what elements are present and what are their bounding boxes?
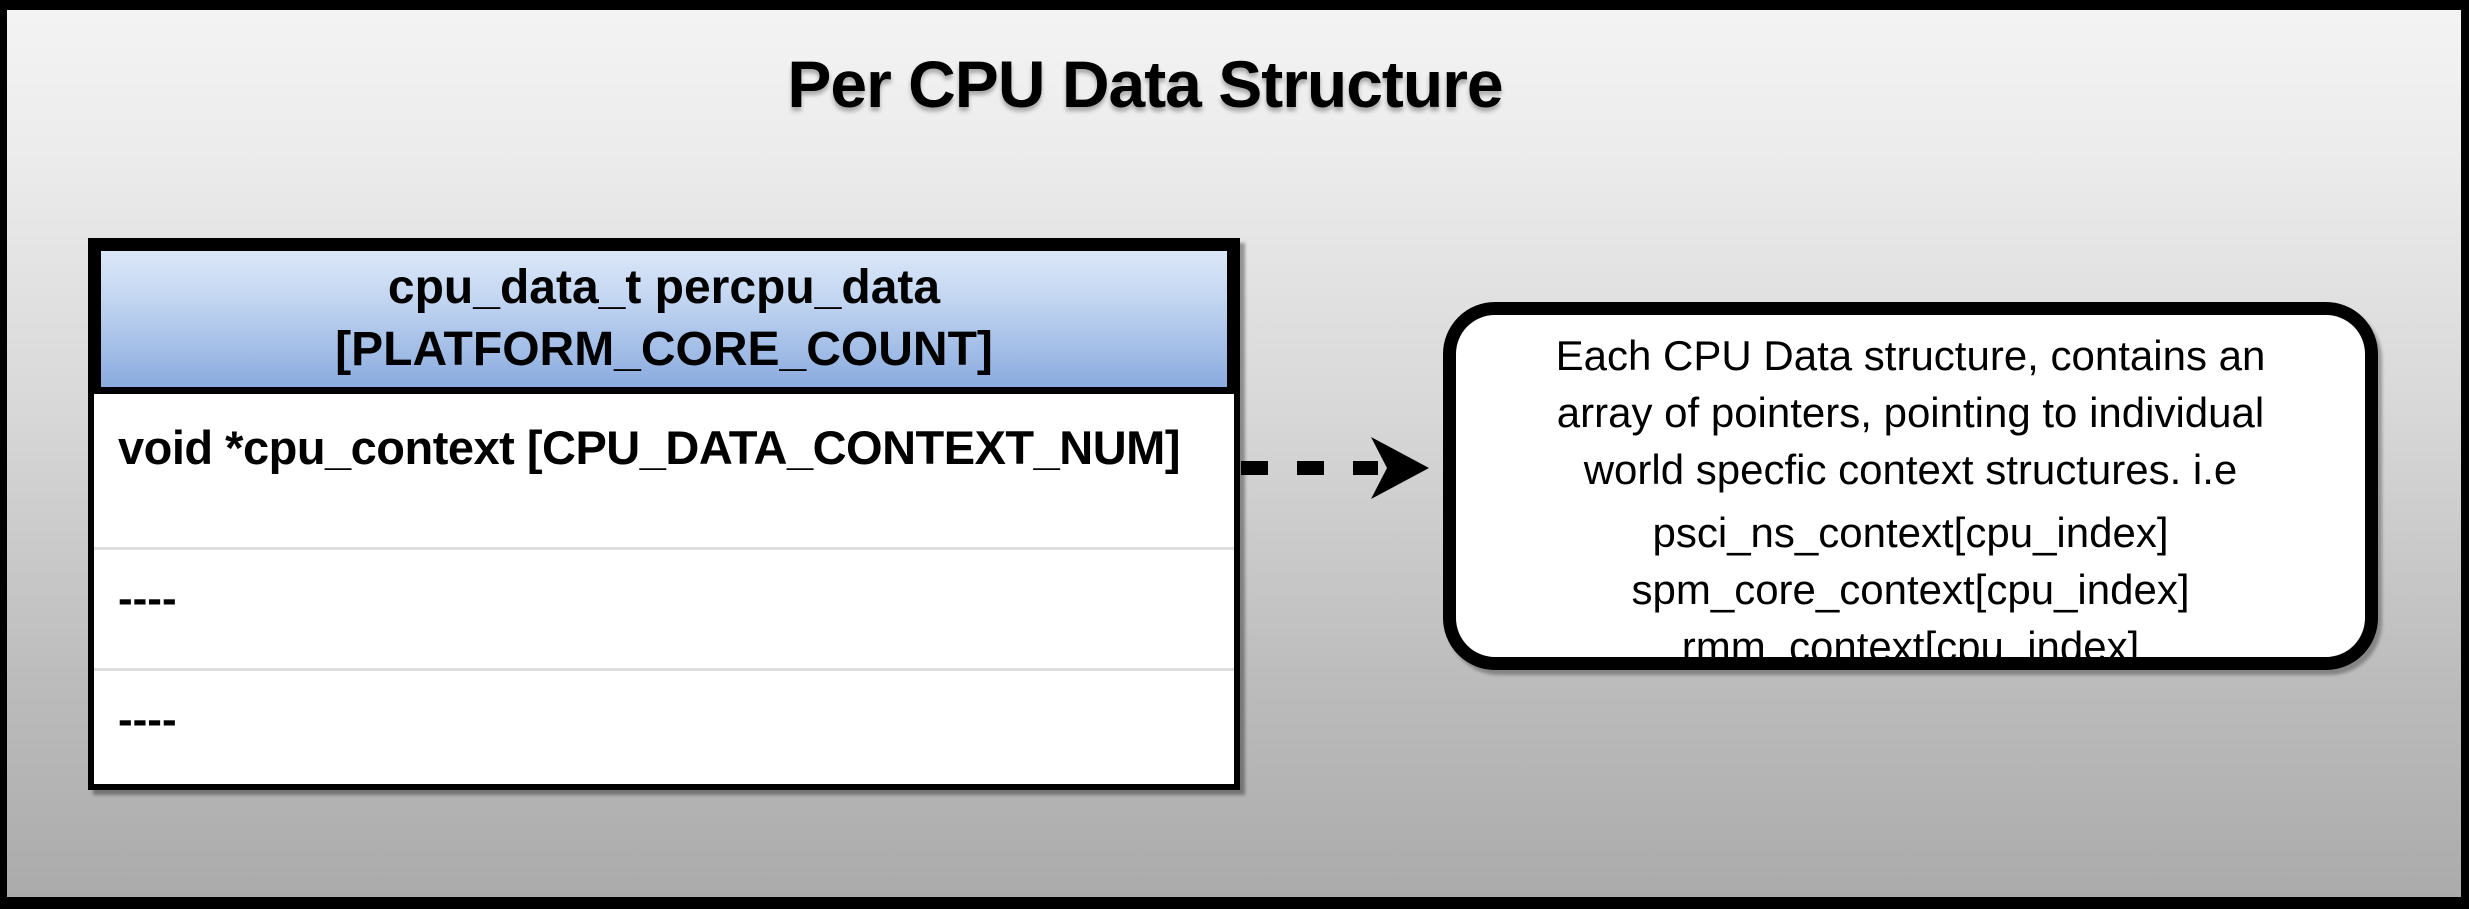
arrow-head-icon	[1371, 437, 1429, 499]
callout-line: Each CPU Data structure, contains an	[1555, 332, 2266, 379]
table-row-placeholder-1: ----	[94, 547, 1234, 668]
callout-line: world specfic context structures. i.e	[1583, 446, 2238, 493]
callout-context-list: psci_ns_context[cpu_index] spm_core_cont…	[1456, 504, 2365, 675]
page-title: Per CPU Data Structure	[787, 47, 1503, 121]
table-row-placeholder-2: ----	[94, 668, 1234, 745]
callout-box: Each CPU Data structure, contains an arr…	[1443, 302, 2378, 670]
callout-rmm-context-line: rmm_context[cpu_index]	[1681, 623, 2140, 670]
table-row-cpu-context: void *cpu_context [CPU_DATA_CONTEXT_NUM]	[118, 421, 1180, 474]
per-cpu-data-structure-table: cpu_data_t percpu_data [PLATFORM_CORE_CO…	[88, 238, 1240, 790]
dashed-arrow	[1241, 437, 1429, 499]
table-header: cpu_data_t percpu_data [PLATFORM_CORE_CO…	[94, 244, 1234, 394]
table-header-line-1: cpu_data_t percpu_data	[387, 261, 941, 314]
callout-psci-ns-context-line: psci_ns_context[cpu_index]	[1652, 509, 2169, 556]
callout-spm-core-context-line: spm_core_context[cpu_index]	[1631, 566, 2190, 613]
callout-description: Each CPU Data structure, contains an arr…	[1456, 327, 2365, 498]
table-header-line-2: [PLATFORM_CORE_COUNT]	[335, 323, 993, 376]
callout-line: array of pointers, pointing to individua…	[1556, 389, 2265, 436]
